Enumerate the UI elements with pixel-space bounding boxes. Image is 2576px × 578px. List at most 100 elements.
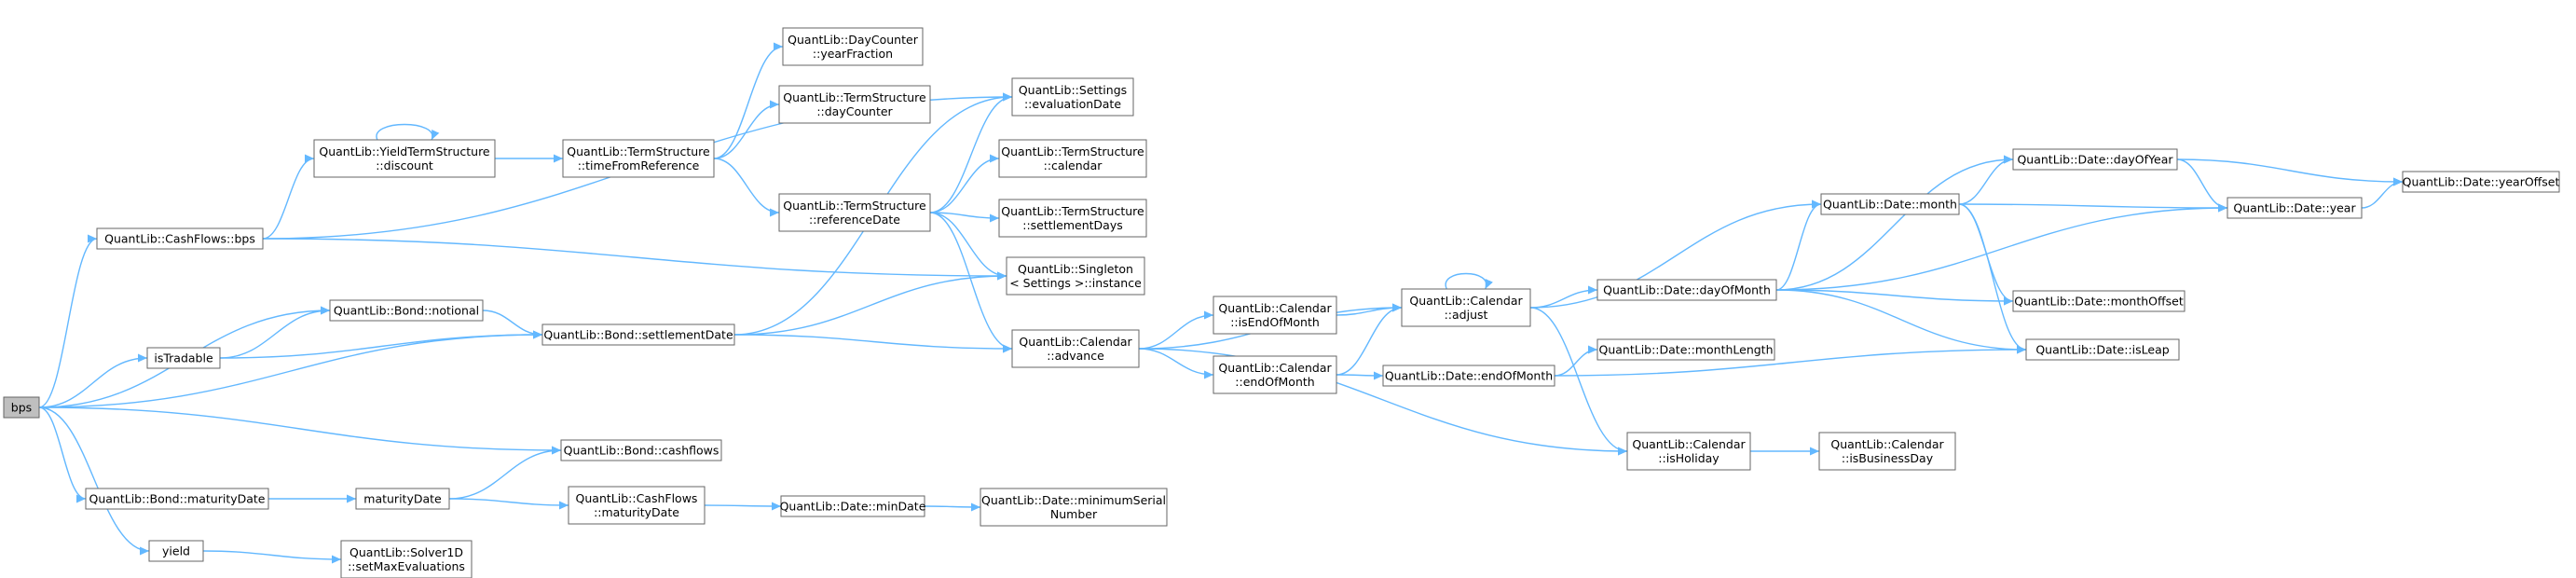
node-box[interactable] — [96, 227, 264, 250]
edge-bps-to-yield — [38, 406, 150, 556]
node-box[interactable] — [1213, 355, 1337, 394]
node-box[interactable] — [1006, 256, 1145, 296]
node-label: QuantLib::TermStructure — [567, 144, 710, 158]
node-box[interactable] — [1213, 296, 1337, 335]
node-date_yearoffset[interactable]: QuantLib::Date::yearOffset — [2402, 171, 2560, 193]
node-box[interactable] — [85, 488, 269, 510]
node-bond_cashflows[interactable]: QuantLib::Bond::cashflows — [560, 439, 722, 461]
edge-yield-to-solver — [202, 550, 342, 564]
node-box[interactable] — [1626, 432, 1751, 471]
edge-bond_settle-to-singleton — [733, 271, 1007, 336]
node-box[interactable] — [2012, 290, 2185, 312]
node-date_eom[interactable]: QuantLib::Date::endOfMonth — [1382, 365, 1555, 387]
node-box[interactable] — [782, 27, 924, 66]
node-box[interactable] — [1401, 288, 1531, 327]
edge-istradable-to-bond_notional — [219, 306, 331, 359]
node-cal_isholiday[interactable]: QuantLib::Calendar::isHoliday — [1626, 432, 1751, 471]
node-istradable[interactable]: isTradable — [146, 347, 221, 369]
node-cal_iseom[interactable]: QuantLib::Calendar::isEndOfMonth — [1213, 296, 1337, 335]
node-box[interactable] — [2402, 171, 2560, 193]
node-ts_cal[interactable]: QuantLib::TermStructure::calendar — [998, 139, 1147, 178]
node-label: ::isBusinessDay — [1842, 451, 1934, 465]
edge-date_eom-to-date_monthlength — [1554, 345, 1598, 377]
node-box[interactable] — [1820, 193, 1960, 215]
node-box[interactable] — [329, 299, 484, 322]
node-date_month[interactable]: QuantLib::Date::month — [1820, 193, 1960, 215]
node-solver[interactable]: QuantLib::Solver1D::setMaxEvaluations — [340, 540, 473, 578]
edge-cal_eom-to-cal_adjust — [1336, 303, 1403, 376]
node-cal_advance[interactable]: QuantLib::Calendar::advance — [1011, 329, 1140, 368]
node-box[interactable] — [1596, 279, 1777, 301]
node-box[interactable] — [562, 139, 715, 178]
node-box[interactable] — [148, 540, 204, 562]
node-box[interactable] — [560, 439, 722, 461]
node-label: Number — [1050, 507, 1098, 521]
edge-bond_notional-to-bond_settle — [482, 310, 543, 339]
node-date_monthoffset[interactable]: QuantLib::Date::monthOffset — [2012, 290, 2185, 312]
node-yield[interactable]: yield — [148, 540, 204, 562]
node-cf_bps[interactable]: QuantLib::CashFlows::bps — [96, 227, 264, 250]
node-bond_notional[interactable]: QuantLib::Bond::notional — [329, 299, 484, 322]
node-label: QuantLib::Date::minimumSerial — [981, 493, 1166, 507]
node-box[interactable] — [3, 396, 40, 419]
node-box[interactable] — [340, 540, 473, 578]
node-box[interactable] — [780, 495, 925, 517]
node-box[interactable] — [2012, 148, 2178, 171]
node-box[interactable] — [1011, 77, 1134, 117]
node-box[interactable] — [2025, 338, 2180, 361]
node-date_monthlength[interactable]: QuantLib::Date::monthLength — [1596, 338, 1775, 361]
node-box[interactable] — [778, 85, 931, 124]
node-bps[interactable]: bps — [3, 396, 40, 419]
node-box[interactable] — [980, 488, 1168, 527]
node-cal_adjust[interactable]: QuantLib::Calendar::adjust — [1401, 288, 1531, 327]
node-ts_ref[interactable]: QuantLib::TermStructure::referenceDate — [778, 193, 931, 232]
node-cal_isbd[interactable]: QuantLib::Calendar::isBusinessDay — [1818, 432, 1956, 471]
node-cal_eom[interactable]: QuantLib::Calendar::endOfMonth — [1213, 355, 1337, 394]
node-label: ::isHoliday — [1658, 451, 1720, 465]
node-label: QuantLib::CashFlows::bps — [104, 232, 255, 246]
node-box[interactable] — [2227, 197, 2363, 219]
node-cf_maturity[interactable]: QuantLib::CashFlows::maturityDate — [568, 486, 706, 525]
node-ts_dc[interactable]: QuantLib::TermStructure::dayCounter — [778, 85, 931, 124]
node-box[interactable] — [313, 139, 496, 178]
node-bond_settle[interactable]: QuantLib::Bond::settlementDate — [541, 323, 735, 346]
node-label: QuantLib::DayCounter — [788, 33, 919, 47]
node-box[interactable] — [778, 193, 931, 232]
node-label: ::yearFraction — [813, 47, 893, 61]
node-date_dom[interactable]: QuantLib::Date::dayOfMonth — [1596, 279, 1777, 301]
node-box[interactable] — [1818, 432, 1956, 471]
edge-cf_bps-to-yts_discount — [262, 154, 315, 240]
node-box[interactable] — [1382, 365, 1555, 387]
node-date_doy[interactable]: QuantLib::Date::dayOfYear — [2012, 148, 2178, 171]
edge-date_dom-to-date_year — [1775, 203, 2228, 291]
node-singleton[interactable]: QuantLib::Singleton< Settings >::instanc… — [1006, 256, 1145, 296]
node-date_min[interactable]: QuantLib::Date::minDate — [780, 495, 926, 517]
node-settings_eval[interactable]: QuantLib::Settings::evaluationDate — [1011, 77, 1134, 117]
node-label: ::adjust — [1445, 308, 1488, 322]
edge-cal_advance-to-cal_iseom — [1138, 310, 1214, 350]
node-yts_discount[interactable]: QuantLib::YieldTermStructure::discount — [313, 139, 496, 178]
node-label: ::advance — [1047, 349, 1104, 363]
edge-cal_advance-to-cal_eom — [1138, 348, 1214, 379]
node-ts_sd[interactable]: QuantLib::TermStructure::settlementDays — [998, 199, 1147, 238]
node-box[interactable] — [998, 139, 1147, 178]
node-label: QuantLib::Calendar — [1632, 437, 1746, 451]
node-dc_yf[interactable]: QuantLib::DayCounter::yearFraction — [782, 27, 924, 66]
edge-bps-to-bond_settle — [38, 330, 543, 408]
node-box[interactable] — [1011, 329, 1140, 368]
node-date_year[interactable]: QuantLib::Date::year — [2227, 197, 2363, 219]
node-ts_tfr[interactable]: QuantLib::TermStructure::timeFromReferen… — [562, 139, 715, 178]
node-label: ::endOfMonth — [1235, 375, 1314, 389]
node-date_isleap[interactable]: QuantLib::Date::isLeap — [2025, 338, 2180, 361]
node-box[interactable] — [146, 347, 221, 369]
node-bond_maturity[interactable]: QuantLib::Bond::maturityDate — [85, 488, 269, 510]
node-label: QuantLib::TermStructure — [783, 199, 926, 213]
node-box[interactable] — [1596, 338, 1775, 361]
node-box[interactable] — [355, 488, 450, 510]
node-box[interactable] — [998, 199, 1147, 238]
node-box[interactable] — [568, 486, 706, 525]
node-maturitydate[interactable]: maturityDate — [355, 488, 450, 510]
node-box[interactable] — [541, 323, 735, 346]
node-label: QuantLib::TermStructure — [1001, 204, 1144, 218]
